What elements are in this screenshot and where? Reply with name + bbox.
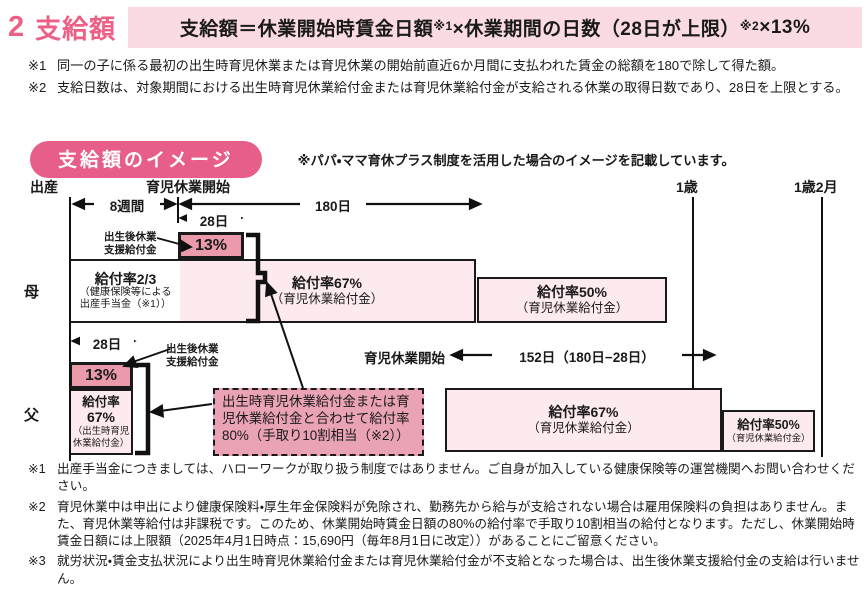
mother-rate50-sub: （育児休業給付金） — [515, 300, 629, 315]
image-section-header: 支給額のイメージ ※パパ・ママ育休プラス制度を活用した場合のイメージを記載してい… — [30, 141, 862, 178]
mother-row-label: 母 — [24, 284, 40, 301]
father-leave-start-label: 育児休業開始 — [364, 351, 445, 366]
father-13pct-box: 13% — [69, 362, 133, 389]
father-support-line1: 出生後休業 — [166, 343, 219, 355]
formula-box: 支給額＝休業開始時賃金日額※1×休業期間の日数（28日が上限）※2×13% — [128, 7, 862, 48]
note-text: 育児休業中は申出により健康保険料・厚生年金保険料が免除され、勤務先から給与が支給… — [57, 499, 855, 549]
mother-rate67-sub: （育児休業給付金） — [270, 291, 384, 306]
father-rate50: 給付率50% — [737, 418, 800, 433]
note-marker: ※1 — [28, 462, 46, 476]
father-rate50-sub: （育児休業給付金） — [726, 432, 811, 443]
mother-main-bar: 給付率2/3 （健康保険等による 出産手当金（※1）） 給付率67% （育児休業… — [69, 259, 476, 323]
mother-rate23-sub1: （健康保険等による — [79, 286, 172, 298]
image-badge: 支給額のイメージ — [30, 141, 262, 178]
timeline-leave-start-label: 育児休業開始 — [146, 179, 230, 195]
top-note-1: ※1 同一の子に係る最初の出生時育児休業または育児休業の開始前直近6か月間に支払… — [28, 57, 858, 75]
combined-80pct-callout: 出生時育児休業給付金または育児休業給付金と合わせて給付率 80%（手取り10割相… — [213, 388, 424, 456]
father-support-pointer — [129, 348, 171, 364]
days28-mother-label: 28日 — [187, 210, 241, 230]
father-rate67: 給付率67% — [548, 404, 619, 421]
mother-13pct-box: 13% — [178, 232, 244, 259]
mother-maternity-allowance-cell: 給付率2/3 （健康保険等による 出産手当金（※1）） — [71, 261, 180, 321]
days180-label: 180日 — [300, 195, 366, 215]
mother-rate67: 給付率67% — [291, 275, 363, 292]
father-col-rate-value: 67% — [86, 409, 116, 426]
father-row-label: 父 — [24, 407, 40, 424]
father-col-rate-label: 給付率 — [82, 395, 120, 410]
note-text: 支給日数は、対象期間における出生時育児休業給付金または育児休業給付金が支給される… — [57, 80, 849, 96]
father-support-line2: 支援給付金 — [166, 355, 219, 368]
formula-part1: 支給額＝休業開始時賃金日額 — [179, 19, 434, 40]
formula-part3: ×13% — [759, 16, 811, 38]
section-title: 支給額 — [35, 14, 117, 44]
bottom-note-2: ※2 育児休業中は申出により健康保険料・厚生年金保険料が免除され、勤務先から給与… — [28, 499, 860, 551]
father-col-sub1: （出生時育児 — [72, 425, 130, 437]
mother-67pct-cell: 給付率67% （育児休業給付金） — [180, 261, 474, 321]
father-13pct-value: 13% — [84, 366, 118, 384]
father-support-benefit-label: 出生後休業 支援給付金 — [166, 343, 219, 368]
mother-rate50: 給付率50% — [536, 284, 608, 301]
note-marker: ※3 — [28, 554, 46, 569]
mother-13pct-value: 13% — [194, 236, 228, 254]
top-notes: ※1 同一の子に係る最初の出生時育児休業または育児休業の開始前直近6か月間に支払… — [28, 57, 858, 101]
bottom-note-3: ※3 就労状況・賃金支払状況により出生時育児休業給付金または育児休業給付金が不支… — [28, 553, 860, 588]
weeks8-label: 8週間 — [94, 195, 160, 215]
note-text: 就労状況・賃金支払状況により出生時育児休業給付金または育児休業給付金が不支給とな… — [57, 554, 860, 586]
image-badge-note: ※パパ・ママ育休プラス制度を活用した場合のイメージを記載しています。 — [297, 153, 735, 168]
note-text: 同一の子に係る最初の出生時育児休業または育児休業の開始前直近6か月間に支払われた… — [57, 58, 785, 73]
father-50pct-box: 給付率50% （育児休業給付金） — [722, 410, 815, 452]
father-col-sub2: 休業給付金） — [72, 436, 130, 448]
timeline-age1-label: 1歳 — [676, 179, 698, 195]
days152-label: 152日（180日−28日） — [492, 346, 682, 366]
benefit-timeline-diagram: 13% 給付率2/3 （健康保険等による 出産手当金（※1）） 給付率67% （… — [0, 175, 866, 465]
top-note-2: ※2 支給日数は、対象期間における出生時育児休業給付金または育児休業給付金が支給… — [28, 79, 858, 97]
note-marker: ※1 — [28, 58, 47, 73]
callout-to-father-arrow — [159, 403, 213, 412]
note-marker: ※2 — [28, 80, 47, 96]
father-birthleave-67pct-box: 給付率 67% （出生時育児 休業給付金） — [69, 389, 133, 455]
father-rate67-sub: （育児休業給付金） — [527, 420, 640, 435]
bottom-notes: ※1 出産手当金につきましては、ハローワークが取り扱う制度ではありません。ご自身… — [28, 461, 860, 591]
page-title: 2 支給額 — [8, 7, 122, 48]
father-67pct-box: 給付率67% （育児休業給付金） — [445, 388, 722, 452]
mother-50pct-box: 給付率50% （育児休業給付金） — [477, 277, 667, 323]
mother-support-line1: 出生後休業 — [104, 231, 157, 243]
mother-rate23: 給付率2/3 — [94, 270, 157, 287]
mother-rate23-sub2: 出産手当金（※1）） — [79, 299, 172, 311]
combined-80pct-callout-text: 出生時育児休業給付金または育児休業給付金と合わせて給付率 80%（手取り10割相… — [222, 394, 410, 444]
header: 2 支給額 支給額＝休業開始時賃金日額※1×休業期間の日数（28日が上限）※2×… — [8, 7, 862, 48]
father-combine-bracket — [135, 362, 151, 456]
timeline-age1m2-label: 1歳2月 — [794, 179, 838, 195]
section-number: 2 — [8, 11, 25, 43]
note-marker: ※2 — [28, 499, 46, 514]
mother-support-benefit-label: 出生後休業 支援給付金 — [104, 231, 157, 256]
days28-father-label: 28日 — [80, 333, 134, 353]
timeline-birth-label: 出産 — [30, 179, 58, 195]
formula-sup1: ※1 — [433, 18, 453, 33]
mother-support-line2: 支援給付金 — [104, 243, 157, 256]
bottom-note-1: ※1 出産手当金につきましては、ハローワークが取り扱う制度ではありません。ご自身… — [28, 461, 860, 496]
formula-part2: ×休業期間の日数（28日が上限） — [452, 19, 740, 40]
note-text: 出産手当金につきましては、ハローワークが取り扱う制度ではありません。ご自身が加入… — [57, 462, 855, 494]
formula-sup2: ※2 — [739, 18, 760, 33]
